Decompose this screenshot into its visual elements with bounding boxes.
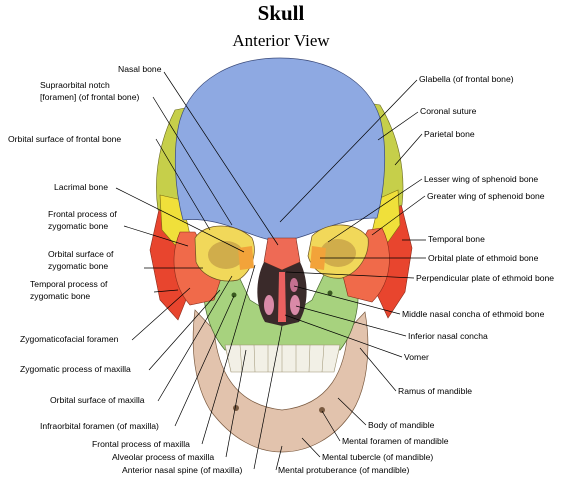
leader-middle-nasal-concha: [293, 285, 401, 315]
label-temporal-process-zygomatic-line2: zygomatic bone: [30, 291, 90, 301]
label-lesser-wing-sphenoid: Lesser wing of sphenoid bone: [424, 174, 538, 184]
inferior-concha-left: [264, 295, 274, 315]
label-orbital-surface-zygomatic-line1: Orbital surface of: [48, 249, 114, 259]
label-temporal-process-zygomatic-line1: Temporal process of: [30, 279, 108, 289]
label-orbital-surface-frontal: Orbital surface of frontal bone: [8, 134, 121, 144]
leader-parietal-bone: [394, 133, 423, 166]
label-anterior-nasal-spine: Anterior nasal spine (of maxilla): [122, 465, 243, 475]
orbit-right-shadow: [320, 239, 356, 267]
label-coronal-suture: Coronal suture: [420, 106, 477, 116]
label-zygomatic-process-maxilla: Zygomatic process of maxilla: [20, 364, 131, 374]
mental-foramen-right: [319, 407, 325, 413]
label-supraorbital-notch-line2: [foramen] (of frontal bone): [40, 92, 139, 102]
leader-nasal-bone: [163, 71, 279, 246]
inferior-concha-right: [290, 295, 300, 315]
leader-lesser-wing-sphenoid: [327, 178, 423, 243]
ethmoid-orbital-plate-left: [238, 246, 254, 270]
mandible: [192, 309, 369, 453]
label-glabella: Glabella (of frontal bone): [419, 74, 514, 84]
label-alveolar-process-maxilla: Alveolar process of maxilla: [112, 452, 214, 462]
leader-inferior-nasal-concha: [295, 305, 407, 337]
leader-zygomaticofacial-foramen: [131, 287, 191, 341]
leader-orbital-surface-frontal: [155, 138, 211, 231]
leader-mental-protuberance: [275, 445, 283, 471]
label-parietal-bone: Parietal bone: [424, 129, 475, 139]
leader-coronal-suture: [377, 111, 419, 141]
leader-orbital-surface-maxilla: [157, 275, 233, 402]
label-zygomaticofacial-foramen: Zygomaticofacial foramen: [20, 334, 119, 344]
ethmoid-orbital-plate-right: [310, 246, 326, 270]
upper-teeth: [224, 344, 341, 373]
leader-body-mandible: [337, 397, 367, 426]
leader-perpendicular-plate-ethmoid: [285, 271, 415, 279]
label-frontal-process-maxilla: Frontal process of maxilla: [92, 439, 190, 449]
label-middle-nasal-concha: Middle nasal concha of ethmoid bone: [402, 309, 545, 319]
leader-lacrimal-bone: [115, 187, 245, 253]
label-mental-foramen: Mental foramen of mandible: [342, 436, 449, 446]
labels-right: Glabella (of frontal bone) Coronal sutur…: [278, 74, 554, 475]
leader-anterior-nasal-spine: [253, 325, 283, 470]
label-inferior-nasal-concha: Inferior nasal concha: [408, 331, 488, 341]
label-lacrimal-bone: Lacrimal bone: [54, 182, 108, 192]
label-orbital-surface-maxilla: Orbital surface of maxilla: [50, 395, 145, 405]
label-vomer: Vomer: [404, 352, 429, 362]
leader-mental-tubercle: [301, 437, 321, 458]
leader-temporal-process-zygomatic: [153, 289, 179, 293]
leader-vomer: [284, 314, 403, 358]
infraorbital-foramen-left: [231, 292, 237, 298]
leader-alveolar-process-maxilla: [225, 349, 247, 458]
labels-left: Nasal bone Supraorbital notch [foramen] …: [8, 64, 243, 475]
frontal-bone: [174, 57, 386, 243]
diagram-title: Skull: [258, 1, 305, 25]
label-supraorbital-notch-line1: Supraorbital notch: [40, 80, 110, 90]
label-mental-tubercle: Mental tubercle (of mandible): [322, 452, 433, 462]
skull-illustration: [149, 57, 413, 453]
diagram-subtitle: Anterior View: [232, 31, 330, 50]
leader-zygomatic-process-maxilla: [148, 289, 221, 371]
label-infraorbital-foramen: Infraorbital foramen (of maxilla): [40, 421, 159, 431]
leader-mental-foramen: [321, 410, 341, 442]
teeth-separators: [239, 344, 325, 373]
label-frontal-process-zygomatic-line2: zygomatic bone: [48, 221, 108, 231]
label-perpendicular-plate-ethmoid: Perpendicular plate of ethmoid bone: [416, 273, 554, 283]
label-greater-wing-sphenoid: Greater wing of sphenoid bone: [427, 191, 545, 201]
leader-glabella: [279, 79, 418, 223]
leader-frontal-process-maxilla: [201, 264, 256, 445]
label-temporal-bone: Temporal bone: [428, 234, 485, 244]
leader-infraorbital-foramen: [174, 295, 235, 427]
label-orbital-plate-ethmoid: Orbital plate of ethmoid bone: [428, 253, 539, 263]
mental-foramen-left: [233, 405, 239, 411]
leader-lines: [115, 71, 426, 471]
middle-concha-right: [290, 278, 298, 292]
label-mental-protuberance: Mental protuberance (of mandible): [278, 465, 410, 475]
label-frontal-process-zygomatic-line1: Frontal process of: [48, 209, 117, 219]
leader-greater-wing-sphenoid: [371, 195, 426, 236]
label-body-mandible: Body of mandible: [368, 420, 435, 430]
vomer-shape: [278, 272, 286, 322]
label-ramus-mandible: Ramus of mandible: [398, 386, 472, 396]
orbit-left-shadow: [208, 241, 244, 269]
leader-frontal-process-zygomatic: [123, 225, 189, 247]
leader-ramus-mandible: [359, 347, 397, 392]
infraorbital-foramen-right: [327, 290, 333, 296]
leader-supraorbital-notch: [152, 96, 233, 226]
label-orbital-surface-zygomatic-line2: zygomatic bone: [48, 261, 108, 271]
label-nasal-bone: Nasal bone: [118, 64, 162, 74]
